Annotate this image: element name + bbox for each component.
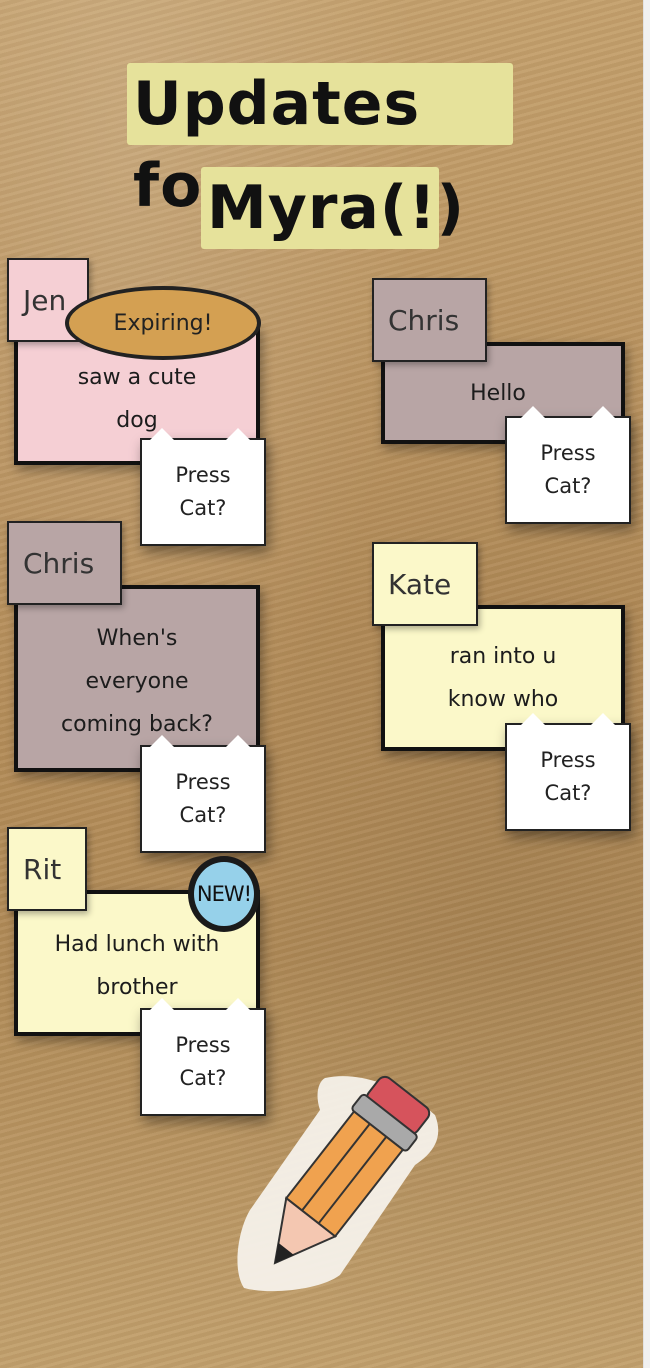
press-cat-label: Press	[175, 463, 231, 487]
press-cat-label: Press	[540, 748, 596, 772]
press-cat-button[interactable]: Press Cat?	[505, 406, 631, 524]
note-message-line: ran into u	[449, 644, 557, 669]
note-message-line: know who	[447, 687, 559, 712]
note-corner	[521, 713, 545, 725]
note-message-line: When's	[96, 626, 178, 651]
note-author-tag: Chris	[7, 521, 122, 605]
note-corner	[226, 735, 250, 747]
press-cat-label: Cat?	[179, 803, 227, 827]
note-corner	[150, 998, 174, 1010]
press-cat-button[interactable]: Press Cat?	[505, 713, 631, 831]
press-cat-label: Press	[175, 1033, 231, 1057]
press-cat-label: Cat?	[179, 496, 227, 520]
note-message-line: coming back?	[61, 712, 213, 737]
note-corner	[591, 713, 615, 725]
press-cat-label: Cat?	[544, 781, 592, 805]
press-cat-label: Press	[175, 770, 231, 794]
note-body: When's everyone coming back?	[14, 585, 260, 772]
new-badge: NEW!	[188, 856, 260, 932]
note-message-line: Hello	[470, 380, 526, 406]
press-cat-button[interactable]: Press Cat?	[140, 735, 266, 853]
press-cat-label: Cat?	[179, 1066, 227, 1090]
note-message-line: Had lunch with	[54, 932, 220, 957]
press-cat-label: Press	[540, 441, 596, 465]
pencil-icon[interactable]	[230, 1070, 445, 1295]
note-corner	[521, 406, 545, 418]
press-cat-label: Cat?	[544, 474, 592, 498]
note-author-tag: Rit	[7, 827, 87, 911]
note-message-line: saw a cute	[77, 365, 197, 390]
page-title-line-2: Myra(!)	[201, 167, 464, 249]
note-corner	[226, 428, 250, 440]
note-author-tag: Chris	[372, 278, 487, 362]
note-corner	[150, 735, 174, 747]
note-message-line: brother	[96, 975, 178, 1000]
note-author-tag: Kate	[372, 542, 478, 626]
press-cat-button[interactable]: Press Cat?	[140, 998, 266, 1116]
scrollbar[interactable]	[643, 0, 650, 1368]
page-title-line-1: Updates for	[127, 63, 513, 221]
press-cat-button[interactable]: Press Cat?	[140, 428, 266, 546]
note-corner	[226, 998, 250, 1010]
note-message-line: everyone	[85, 669, 189, 694]
expiring-badge: Expiring!	[65, 286, 261, 360]
note-corner	[150, 428, 174, 440]
note-corner	[591, 406, 615, 418]
